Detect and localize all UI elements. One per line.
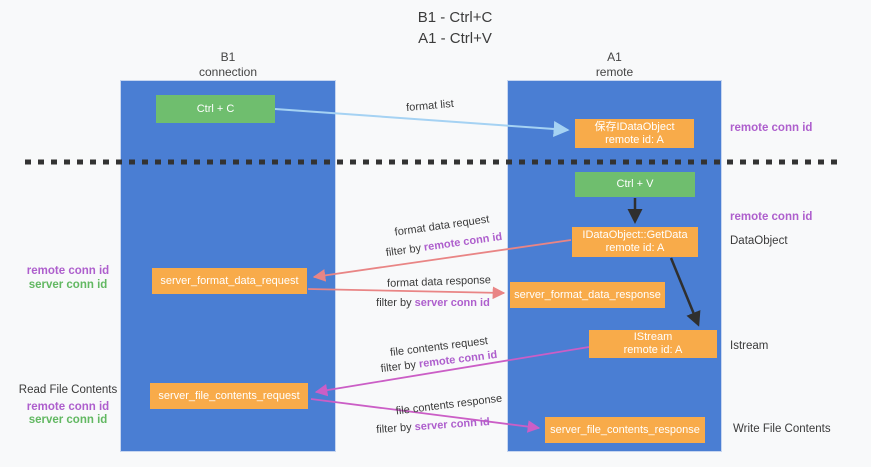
getdata-line2: remote id: A [605, 242, 665, 254]
node-ctrl-c: Ctrl + C [156, 95, 275, 123]
server-file-contents-request-label: server_file_contents_request [158, 389, 300, 402]
server-file-contents-response-label: server_file_contents_response [550, 423, 700, 436]
dataobject-label: DataObject [730, 235, 788, 247]
a1-header-name: A1 [607, 50, 622, 64]
ctrl-c-label: Ctrl + C [196, 102, 235, 115]
istream-line2: remote id: A [623, 344, 683, 356]
left-server-conn-id-2: server conn id [28, 414, 108, 426]
save-idataobject-line2: remote id: A [605, 133, 664, 146]
getdata-line1: IDataObject::GetData [582, 229, 688, 241]
filter-by-text-2: filter by [376, 297, 412, 309]
node-ctrl-v: Ctrl + V [575, 172, 695, 197]
getdata-to-istream-arrow [669, 257, 701, 327]
server-format-data-response-label: server_format_data_response [514, 288, 661, 301]
server-format-data-request-label: server_format_data_request [160, 274, 299, 287]
node-server-format-data-response: server_format_data_response [510, 282, 665, 308]
istream-side-label: Istream [730, 340, 769, 352]
column-header-a1: A1 remote [507, 50, 722, 80]
ctrl-v-label: Ctrl + V [616, 178, 654, 190]
node-server-file-contents-response: server_file_contents_response [545, 417, 705, 443]
write-file-contents-label: Write File Contents [733, 423, 831, 435]
title-line-1: B1 - Ctrl+C [417, 9, 493, 26]
title-line-2: A1 - Ctrl+V [418, 30, 492, 47]
a1-header-sub: remote [595, 65, 634, 79]
file-contents-request-arrow [314, 346, 590, 397]
istream-line1: IStream [633, 331, 673, 343]
format-data-request-arrow [312, 239, 572, 282]
format-list-arrow [274, 108, 570, 137]
node-server-format-data-request: server_format_data_request [152, 268, 307, 294]
diagram-title: B1 - Ctrl+C A1 - Ctrl+V [330, 7, 580, 49]
read-file-contents-label: Read File Contents [18, 384, 118, 396]
save-idataobject-line1: 保存IDataObject [594, 120, 675, 133]
node-istream: IStream remote id: A [589, 330, 717, 358]
b1-header-sub: connection [198, 65, 258, 79]
node-idataobject-getdata: IDataObject::GetData remote id: A [572, 227, 698, 257]
filter-by-text-4: filter by [375, 421, 413, 436]
column-header-b1: B1 connection [120, 50, 336, 80]
left-remote-conn-id-1: remote conn id [26, 265, 110, 277]
right-remote-conn-id-1: remote conn id [730, 122, 813, 134]
node-server-file-contents-request: server_file_contents_request [150, 383, 308, 409]
format-data-response-arrow [307, 286, 506, 300]
b1-header-name: B1 [220, 50, 236, 64]
node-save-idataobject: 保存IDataObject remote id: A [575, 119, 694, 148]
file-contents-response-arrow [310, 398, 541, 433]
left-remote-conn-id-2: remote conn id [26, 401, 110, 413]
server-conn-id-text-1: server conn id [414, 297, 490, 309]
left-server-conn-id-1: server conn id [28, 279, 108, 291]
right-remote-conn-id-2: remote conn id [730, 211, 813, 223]
